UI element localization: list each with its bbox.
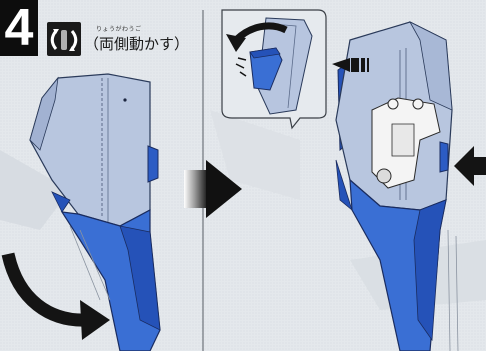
ghost-shape [210,110,300,200]
armor-part-after [335,21,459,351]
swing-both-arms-icon [47,22,81,56]
inner-frame [371,97,441,189]
slide-arrow-icon [332,58,369,72]
rotate-arrow-icon [1,252,110,340]
next-step-arrow-icon [184,160,242,218]
instruction-text: （両側動かす） [84,35,190,53]
armor-part-before [29,73,161,351]
detail-inset [221,9,327,130]
push-arrow-icon [454,146,486,186]
ghost-shape [0,150,70,230]
ruby-reading: りょうがわうご [96,26,142,33]
step-number-badge: 4 [0,0,38,56]
